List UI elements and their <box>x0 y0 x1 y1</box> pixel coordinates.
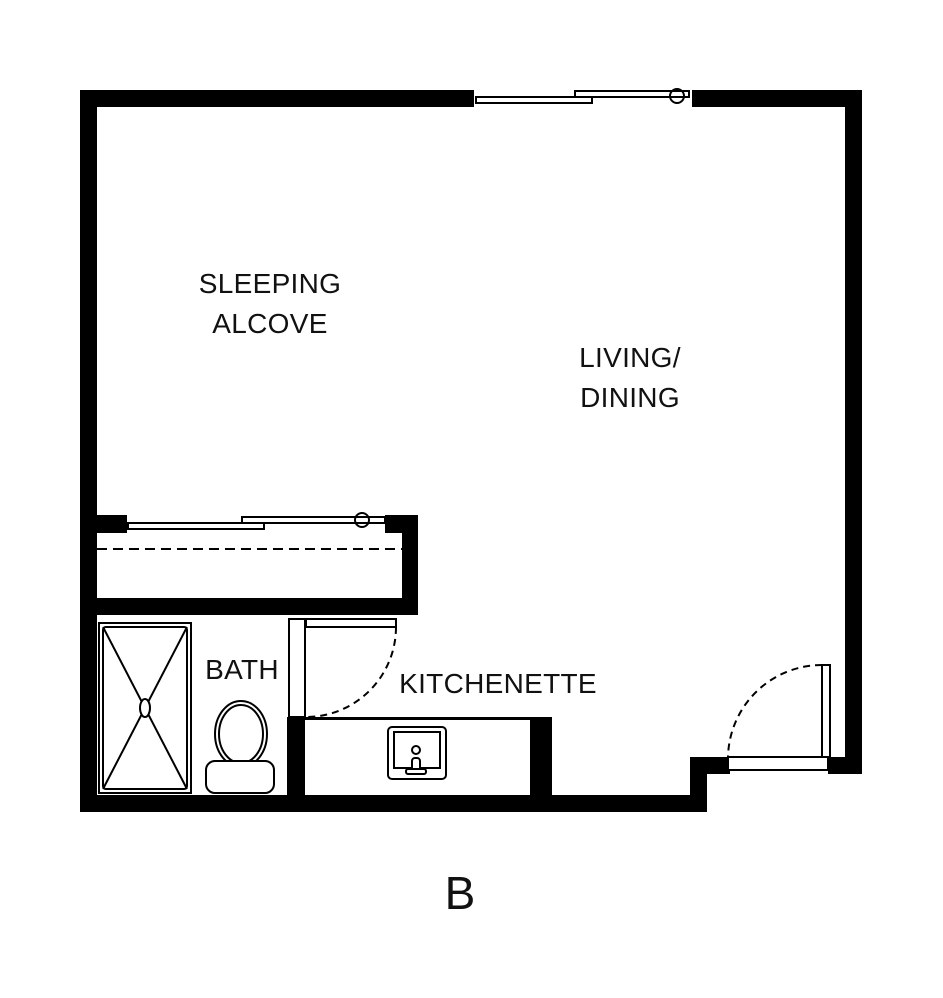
room-label-line: SLEEPING <box>198 268 342 299</box>
toilet <box>205 700 275 794</box>
bath-door <box>288 618 397 718</box>
shower <box>98 622 192 794</box>
room-label-living: LIVING/ DINING <box>530 338 730 418</box>
closet-sliding-door <box>127 512 386 530</box>
room-label-line: BATH <box>205 654 279 685</box>
room-label-kitchen: KITCHENETTE <box>380 664 616 704</box>
unit-label: B <box>444 867 476 919</box>
sliding-window <box>475 88 690 104</box>
entry-door <box>727 664 831 771</box>
kitchen-sink <box>387 726 447 780</box>
kitchen-counter <box>305 717 552 797</box>
room-label-line: KITCHENETTE <box>399 668 597 699</box>
room-label-line: ALCOVE <box>212 308 328 339</box>
room-label-bath: BATH <box>192 650 292 690</box>
room-label-line: DINING <box>580 382 680 413</box>
room-label-sleeping: SLEEPING ALCOVE <box>170 264 370 344</box>
closet <box>97 512 418 615</box>
room-label-line: LIVING/ <box>579 342 681 373</box>
exterior-walls <box>80 90 862 812</box>
bath-walls <box>287 717 305 812</box>
